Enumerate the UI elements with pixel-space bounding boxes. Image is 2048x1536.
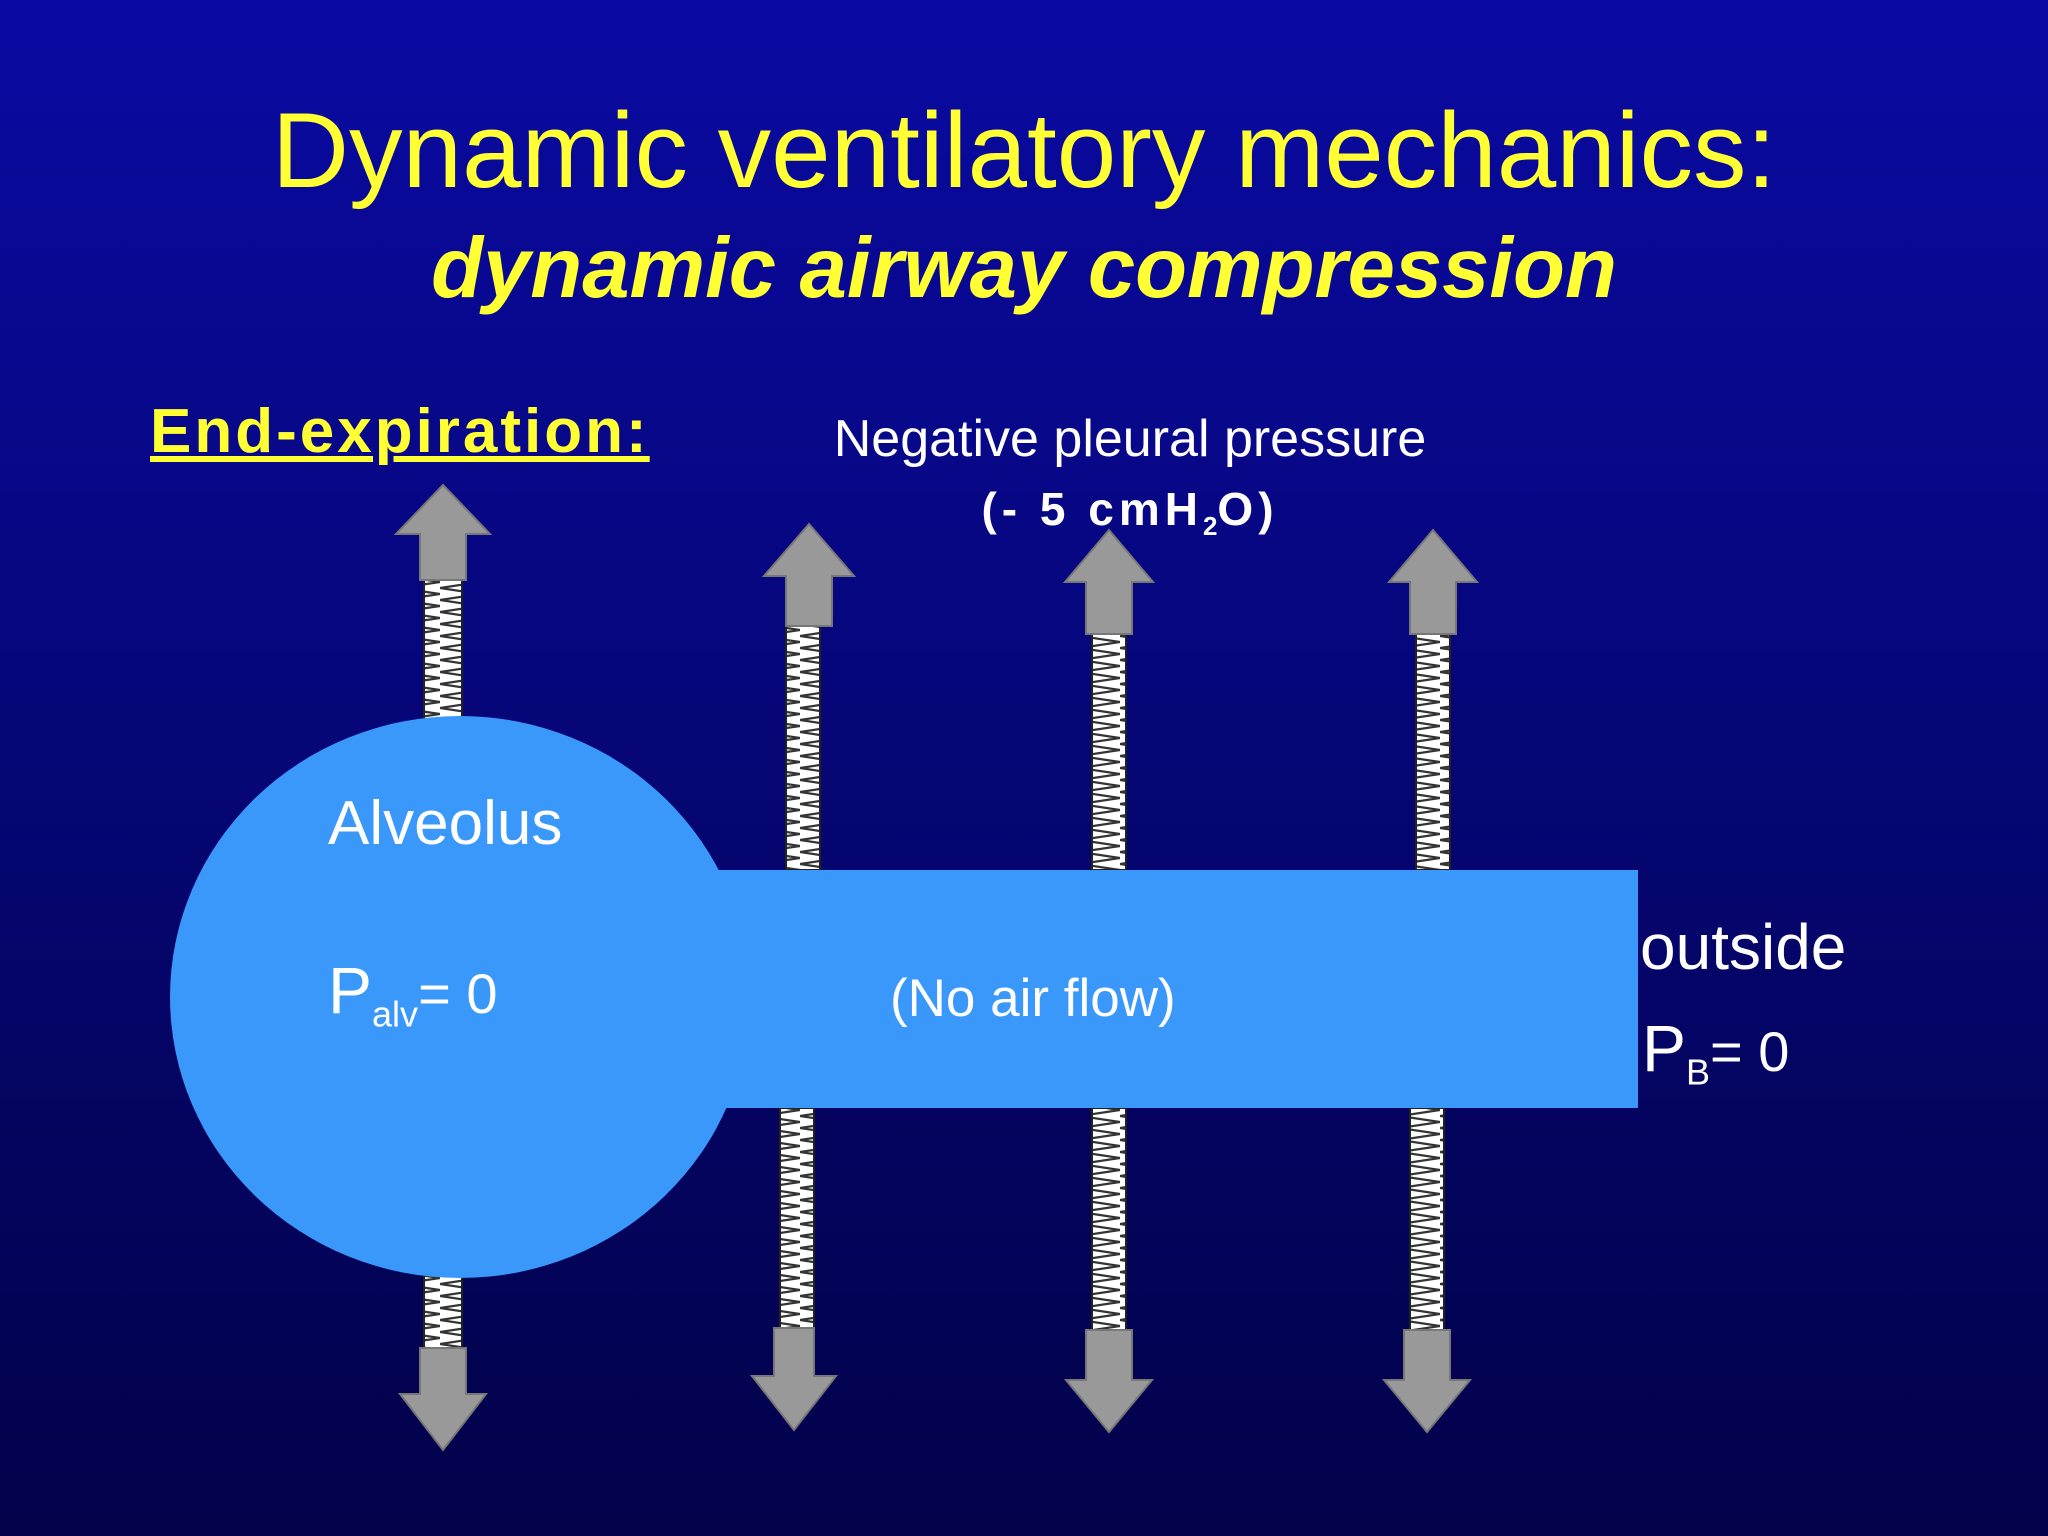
spring-icon (423, 1269, 463, 1349)
down-arrow-icon (749, 1327, 839, 1432)
up-arrows (393, 483, 1480, 635)
alveolar-pressure-symbol: P (328, 953, 373, 1027)
pleural-value-suffix: O) (1217, 483, 1279, 535)
down-arrow-icon (1381, 1329, 1473, 1434)
pleural-value-prefix: (- 5 cmH (981, 483, 1203, 535)
alveolus-springs (423, 571, 463, 1349)
airway-springs-lower (779, 1107, 1445, 1331)
alveolus-sphere (170, 716, 750, 1278)
airway-tube (640, 870, 1638, 1108)
spring-icon (1415, 633, 1451, 871)
pleural-pressure-label: Negative pleural pressure (833, 410, 1427, 468)
spring-icon (423, 571, 463, 723)
alveolar-pressure-value: = 0 (418, 962, 498, 1025)
up-arrow-icon (393, 483, 493, 581)
barometric-pressure: PB= 0 (1642, 1010, 1789, 1093)
spring-icon (785, 625, 821, 871)
up-arrow-icon (761, 522, 857, 627)
pleural-value-subscript: 2 (1202, 511, 1218, 542)
airflow-label: (No air flow) (890, 969, 1176, 1028)
barometric-pressure-symbol: P (1642, 1011, 1687, 1085)
up-arrow-icon (1062, 528, 1156, 635)
up-arrow-icon (1386, 528, 1480, 635)
down-arrow-icon (1063, 1329, 1155, 1434)
section-label: End-expiration: (150, 397, 650, 466)
outside-label: outside (1640, 911, 1847, 983)
slide-subtitle: dynamic airway compression (431, 221, 1617, 316)
down-arrow-icon (397, 1347, 489, 1452)
barometric-pressure-subscript: B (1686, 1051, 1711, 1093)
alveolar-pressure-subscript: alv (372, 993, 419, 1035)
spring-icon (1091, 1107, 1127, 1331)
down-arrows (397, 1327, 1473, 1452)
slide-title: Dynamic ventilatory mechanics: (271, 90, 1777, 210)
spring-icon (1091, 633, 1127, 871)
spring-icon (779, 1107, 815, 1331)
alveolar-pressure: Palv= 0 (328, 952, 497, 1035)
alveolus-label: Alveolus (328, 789, 563, 858)
airway-springs-upper (785, 625, 1451, 871)
pleural-pressure-value: (- 5 cmH2O) (680, 482, 1580, 542)
barometric-pressure-value: = 0 (1710, 1020, 1790, 1083)
spring-icon (1409, 1107, 1445, 1331)
